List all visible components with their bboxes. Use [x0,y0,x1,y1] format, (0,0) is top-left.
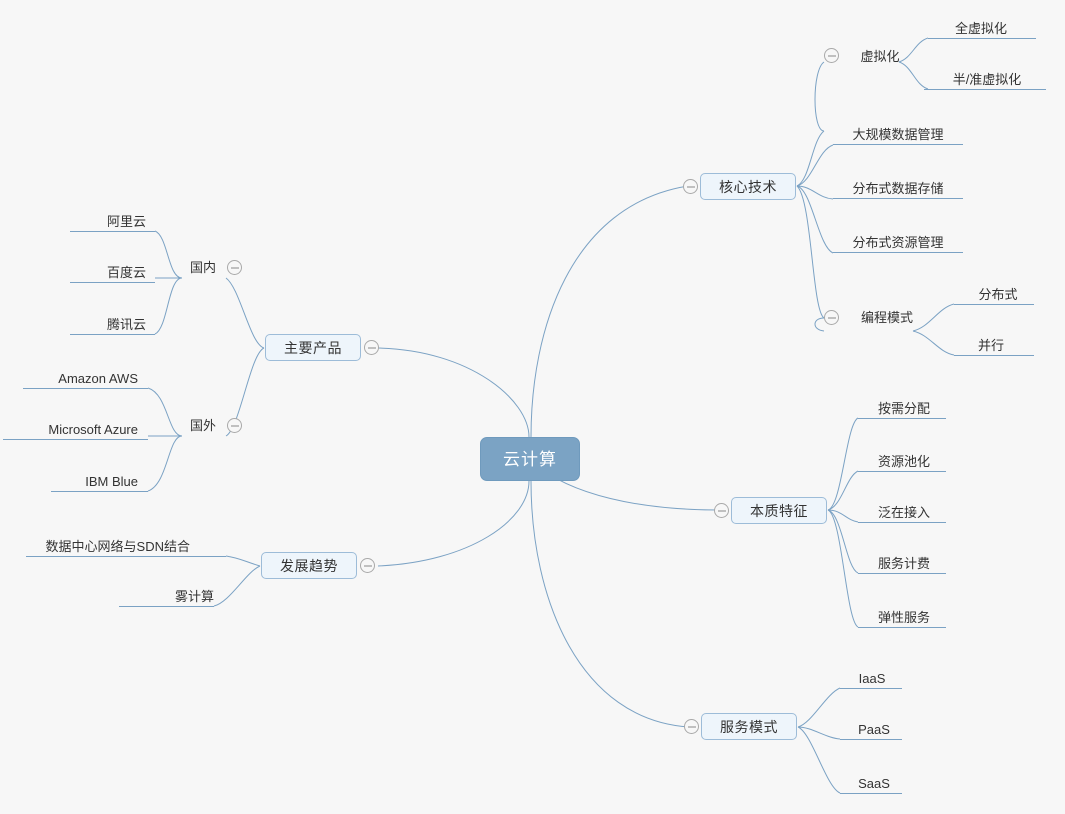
node-baiduyun-label: 百度云 [106,265,146,280]
node-tencentyun-label: 腾讯云 [106,317,146,332]
node-overseas-label: 国外 [189,417,216,433]
node-saas-label: SaaS [858,776,890,791]
collapse-icon-development-trends[interactable] [360,558,375,573]
node-distributed-label: 分布式 [978,287,1018,302]
node-programming-model[interactable]: 编程模式 [844,306,930,328]
underline-large-scale-data-mgmt [833,144,963,145]
branch-node-service-models[interactable]: 服务模式 [701,713,797,740]
node-dcn-sdn-label: 数据中心网络与SDN结合 [45,539,190,554]
node-ibm-blue[interactable]: IBM Blue [65,465,138,491]
node-elastic-service[interactable]: 弹性服务 [866,601,942,627]
node-para-virtualization-label: 半/准虚拟化 [952,72,1022,87]
node-virtualization-label: 虚拟化 [860,48,900,64]
node-aliyun[interactable]: 阿里云 [80,205,146,231]
underline-full-virtualization [928,38,1036,39]
underline-aliyun [70,231,155,232]
node-on-demand-allocation[interactable]: 按需分配 [866,392,942,418]
node-microsoft-azure[interactable]: Microsoft Azure [25,413,138,439]
collapse-icon-overseas[interactable] [227,418,242,433]
collapse-icon-virtualization[interactable] [824,48,839,63]
node-para-virtualization[interactable]: 半/准虚拟化 [934,63,1040,89]
underline-resource-pooling [858,471,946,472]
collapse-icon-domestic[interactable] [227,260,242,275]
node-ubiquitous-access[interactable]: 泛在接入 [866,496,942,522]
underline-distributed-resource-mgmt [833,252,963,253]
underline-distributed [954,304,1034,305]
underline-amazon-aws [23,388,148,389]
node-service-metering[interactable]: 服务计费 [866,547,942,573]
branch-node-essential-features[interactable]: 本质特征 [731,497,827,524]
node-distributed[interactable]: 分布式 [962,278,1034,304]
collapse-icon-programming-model[interactable] [824,310,839,325]
branch-node-core-tech-label: 核心技术 [719,178,777,195]
node-distributed-data-storage-label: 分布式数据存储 [852,181,944,196]
root-node-label: 云计算 [503,449,557,469]
node-fog-computing[interactable]: 雾计算 [148,580,214,606]
node-distributed-resource-mgmt[interactable]: 分布式资源管理 [843,226,953,252]
underline-service-metering [858,573,946,574]
root-node-cloud-computing[interactable]: 云计算 [480,437,580,481]
underline-ubiquitous-access [858,522,946,523]
underline-paas [840,739,902,740]
node-full-virtualization-label: 全虚拟化 [954,21,1007,36]
node-paas-label: PaaS [858,722,890,737]
node-distributed-resource-mgmt-label: 分布式资源管理 [852,235,944,250]
collapse-icon-main-products[interactable] [364,340,379,355]
branch-node-development-trends[interactable]: 发展趋势 [261,552,357,579]
underline-microsoft-azure [3,439,148,440]
branch-node-service-models-label: 服务模式 [720,718,778,735]
underline-fog-computing [119,606,214,607]
node-on-demand-allocation-label: 按需分配 [877,401,930,416]
node-parallel-label: 并行 [977,338,1004,353]
node-full-virtualization[interactable]: 全虚拟化 [938,12,1024,38]
node-saas[interactable]: SaaS [848,767,900,793]
branch-node-development-trends-label: 发展趋势 [280,557,338,574]
underline-dcn-sdn [26,556,226,557]
node-amazon-aws[interactable]: Amazon AWS [42,362,138,388]
collapse-icon-core-tech[interactable] [683,179,698,194]
node-overseas[interactable]: 国外 [182,414,224,436]
node-large-scale-data-mgmt[interactable]: 大规模数据管理 [843,118,953,144]
node-microsoft-azure-label: Microsoft Azure [48,422,138,437]
underline-ibm-blue [51,491,148,492]
node-parallel[interactable]: 并行 [962,329,1020,355]
node-baiduyun[interactable]: 百度云 [80,256,146,282]
node-domestic[interactable]: 国内 [182,256,224,278]
node-virtualization[interactable]: 虚拟化 [844,45,916,67]
branch-node-main-products[interactable]: 主要产品 [265,334,361,361]
node-dcn-sdn[interactable]: 数据中心网络与SDN结合 [27,530,190,556]
underline-para-virtualization [924,89,1046,90]
node-resource-pooling[interactable]: 资源池化 [866,445,942,471]
branch-node-main-products-label: 主要产品 [284,339,342,356]
underline-distributed-data-storage [833,198,963,199]
node-distributed-data-storage[interactable]: 分布式数据存储 [843,172,953,198]
node-ubiquitous-access-label: 泛在接入 [877,505,930,520]
node-resource-pooling-label: 资源池化 [877,454,930,469]
node-service-metering-label: 服务计费 [877,556,930,571]
node-paas[interactable]: PaaS [848,713,900,739]
node-iaas-label: IaaS [858,671,886,686]
collapse-icon-service-models[interactable] [684,719,699,734]
node-large-scale-data-mgmt-label: 大规模数据管理 [852,127,944,142]
node-aliyun-label: 阿里云 [106,214,146,229]
collapse-icon-essential-features[interactable] [714,503,729,518]
node-amazon-aws-label: Amazon AWS [58,371,138,386]
node-fog-computing-label: 雾计算 [174,589,214,604]
underline-parallel [954,355,1034,356]
branch-node-core-tech[interactable]: 核心技术 [700,173,796,200]
branch-node-essential-features-label: 本质特征 [750,502,808,519]
underline-saas [840,793,902,794]
node-programming-model-label: 编程模式 [860,309,913,325]
node-tencentyun[interactable]: 腾讯云 [80,308,146,334]
underline-tencentyun [70,334,155,335]
node-elastic-service-label: 弹性服务 [877,610,930,625]
underline-on-demand-allocation [858,418,946,419]
underline-iaas [840,688,902,689]
node-iaas[interactable]: IaaS [848,662,896,688]
underline-baiduyun [70,282,155,283]
underline-elastic-service [858,627,946,628]
node-domestic-label: 国内 [189,259,216,275]
node-ibm-blue-label: IBM Blue [85,474,138,489]
